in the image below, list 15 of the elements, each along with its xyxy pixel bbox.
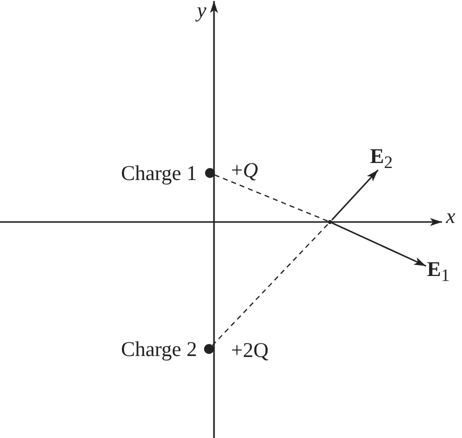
axis-label: y xyxy=(197,0,206,21)
dashed-line xyxy=(214,174,328,222)
vector-label: E$_{2}$ xyxy=(370,142,400,170)
charge-dot xyxy=(205,168,215,178)
axis-label: x xyxy=(446,206,456,227)
charge-name: Charge 2 xyxy=(120,339,197,360)
charge-value: +2Q xyxy=(231,340,269,361)
charge-dot xyxy=(204,344,214,354)
charge-name: Charge 1 xyxy=(120,163,197,184)
field-vector-arrow xyxy=(331,170,379,220)
field-point xyxy=(328,220,332,224)
field-vector-arrow xyxy=(332,222,426,267)
vector-label: E$_{1}$ xyxy=(427,255,457,283)
dashed-line xyxy=(212,224,329,346)
charge-value: +Q xyxy=(231,160,258,181)
